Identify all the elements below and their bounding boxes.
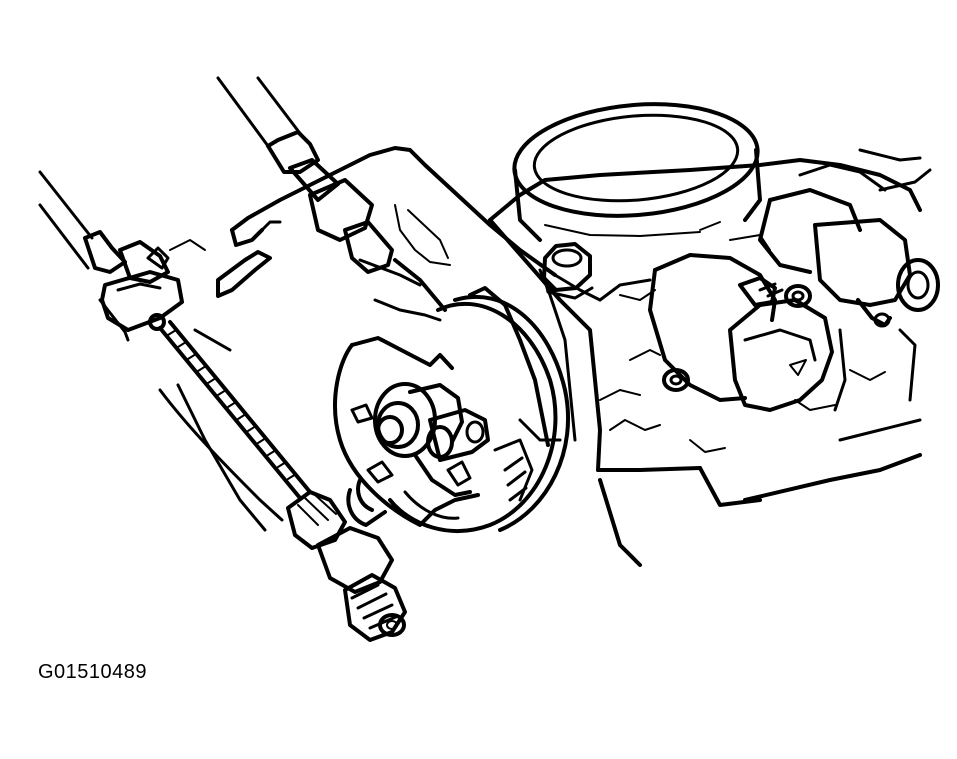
figure-id-label: G01510489 (38, 661, 148, 683)
throttle-body-housing (488, 158, 922, 567)
left-cable (38, 170, 184, 342)
right-pipe (699, 148, 940, 412)
upper-cable (216, 76, 447, 312)
housing-bolt (542, 242, 594, 300)
throttle-bore (512, 102, 762, 242)
inner-cable (158, 320, 312, 532)
background-contours (158, 239, 652, 522)
cable-bracket (216, 146, 602, 442)
side-sensor (648, 253, 834, 412)
throttle-pulley (333, 286, 571, 533)
lower-cable-fitting (286, 490, 407, 642)
